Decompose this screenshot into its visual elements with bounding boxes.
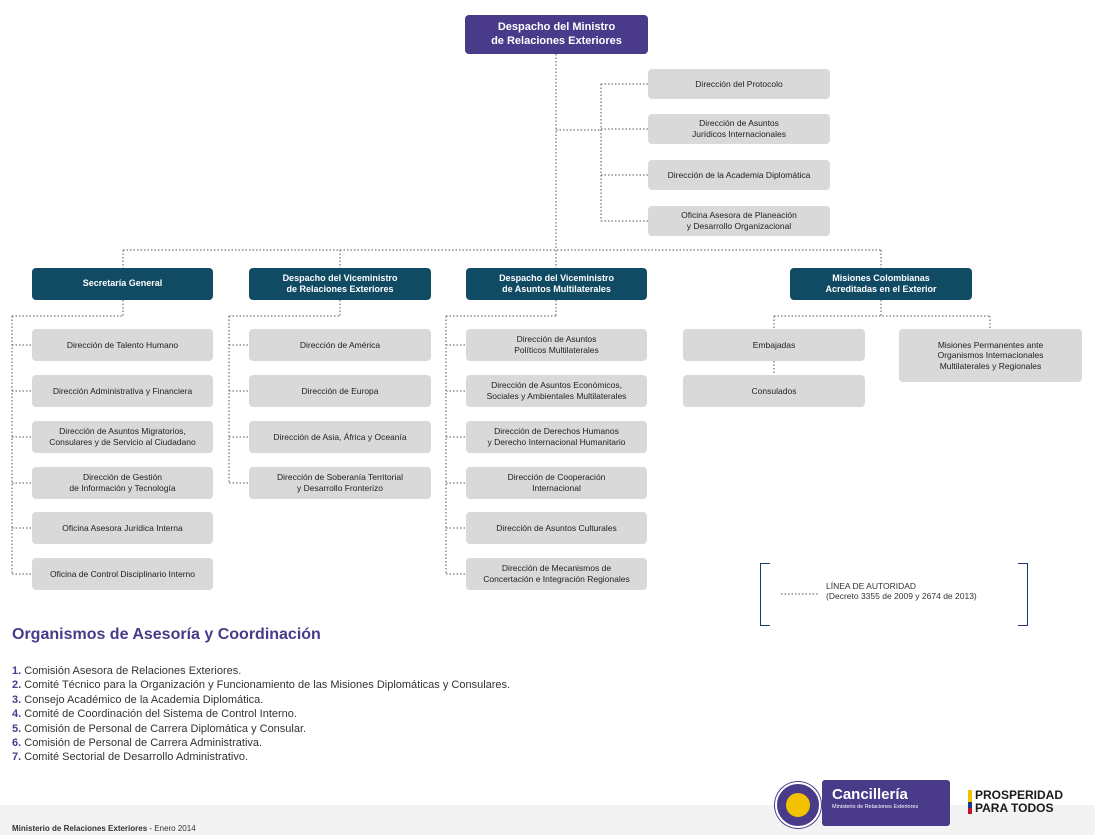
unit-gestion-informacion: Dirección de Gestión de Información y Te… (32, 467, 213, 499)
unit-talento-humano: Dirección de Talento Humano (32, 329, 213, 361)
list-text: Consejo Académico de la Academia Diplomá… (21, 693, 264, 706)
list-item: 3. Consejo Académico de la Academia Dipl… (12, 693, 510, 707)
unit-label: Dirección de Talento Humano (66, 339, 179, 350)
unit-label: Dirección de Asuntos Migratorios, Consul… (49, 426, 196, 447)
list-number: 5. (12, 722, 22, 735)
list-item: 5. Comisión de Personal de Carrera Diplo… (12, 722, 510, 736)
unit-culturales: Dirección de Asuntos Culturales (466, 512, 647, 544)
legend-bracket-left (760, 563, 770, 626)
footer-date: - Enero 2014 (147, 824, 196, 833)
unit-consulados: Consulados (683, 375, 865, 407)
list-text: Comisión de Personal de Carrera Diplomát… (21, 722, 307, 735)
cancilleria-logo: Cancillería Ministerio de Relaciones Ext… (822, 780, 950, 826)
list-number: 3. (12, 693, 22, 706)
unit-concertacion: Dirección de Mecanismos de Concertación … (466, 558, 647, 590)
list-text: Comisión Asesora de Relaciones Exteriore… (21, 665, 242, 677)
legal-affairs-unit-label: Dirección de Asuntos Jurídicos Internaci… (691, 118, 787, 139)
unit-label: Dirección de Gestión de Información y Te… (69, 472, 176, 493)
unit-label: Misiones Permanentes ante Organismos Int… (937, 339, 1044, 371)
column-head-label: Despacho del Viceministro de Asuntos Mul… (499, 272, 614, 294)
list-text: Comisión de Personal de Carrera Administ… (21, 737, 263, 750)
unit-label: Oficina de Control Disciplinario Interno (49, 568, 196, 579)
footer-text: Ministerio de Relaciones Exteriores - En… (12, 824, 196, 833)
column-head-label: Misiones Colombianas Acreditadas en el E… (825, 272, 937, 294)
list-number: 4. (12, 708, 22, 721)
unit-america: Dirección de América (249, 329, 431, 361)
unit-label: Dirección Administrativa y Financiera (52, 385, 193, 396)
prosperidad-line-2: PARA TODOS (975, 801, 1054, 815)
colombia-seal-icon (775, 782, 821, 828)
planning-office-unit-label: Oficina Asesora de Planeación y Desarrol… (681, 210, 797, 231)
unit-economicos: Dirección de Asuntos Económicos, Sociale… (466, 375, 647, 407)
colombia-flag-icon (968, 790, 972, 814)
unit-label: Dirección de Derechos Humanos y Derecho … (487, 426, 626, 447)
list-number: 6. (12, 737, 22, 750)
advisory-list: 1. Comisión Asesora de Relaciones Exteri… (12, 664, 510, 765)
list-item: 4. Comité de Coordinación del Sistema de… (12, 707, 510, 721)
protocol-unit-label: Dirección del Protocolo (695, 78, 783, 89)
unit-control-disciplinario: Oficina de Control Disciplinario Interno (32, 558, 213, 590)
list-text: Comité de Coordinación del Sistema de Co… (21, 708, 297, 721)
legal-affairs-unit: Dirección de Asuntos Jurídicos Internaci… (648, 114, 830, 144)
footer-org: Ministerio de Relaciones Exteriores (12, 824, 148, 833)
minister-office-box: Despacho del Ministro de Relaciones Exte… (465, 15, 648, 54)
legend-text: LÍNEA DE AUTORIDAD (Decreto 3355 de 2009… (826, 581, 977, 601)
column-head-label: Despacho del Viceministro de Relaciones … (282, 272, 398, 294)
unit-derechos-humanos: Dirección de Derechos Humanos y Derecho … (466, 421, 647, 453)
unit-label: Consulados (751, 385, 797, 396)
unit-juridica-interna: Oficina Asesora Jurídica Interna (32, 512, 213, 544)
section-title: Organismos de Asesoría y Coordinación (12, 626, 321, 643)
unit-label: Dirección de Soberanía Territorial y Des… (277, 472, 403, 493)
unit-soberania: Dirección de Soberanía Territorial y Des… (249, 467, 431, 499)
legend-note: (Decreto 3355 de 2009 y 2674 de 2013) (826, 591, 977, 602)
minister-office-label: Despacho del Ministro de Relaciones Exte… (491, 20, 622, 47)
unit-label: Embajadas (752, 339, 796, 350)
cancilleria-logo-text: Cancillería (832, 786, 908, 803)
diplomatic-academy-unit: Dirección de la Academia Diplomática (648, 160, 830, 190)
unit-label: Dirección de Cooperación Internacional (507, 472, 606, 493)
unit-europa: Dirección de Europa (249, 375, 431, 407)
unit-label: Dirección de Mecanismos de Concertación … (483, 563, 630, 584)
unit-label: Dirección de Asuntos Culturales (496, 522, 617, 533)
legend-bracket-right (1018, 563, 1028, 626)
column-head-misiones: Misiones Colombianas Acreditadas en el E… (790, 268, 972, 300)
unit-label: Dirección de América (299, 339, 381, 350)
unit-label: Dirección de Asuntos Económicos, Sociale… (486, 380, 627, 401)
unit-administrativa: Dirección Administrativa y Financiera (32, 375, 213, 407)
unit-migratorios: Dirección de Asuntos Migratorios, Consul… (32, 421, 213, 453)
list-number: 7. (12, 751, 22, 764)
prosperidad-line-1: PROSPERIDAD (975, 788, 1064, 802)
column-head-secretaria: Secretaría General (32, 268, 213, 300)
list-item: 2. Comité Técnico para la Organización y… (12, 678, 510, 692)
unit-embajadas: Embajadas (683, 329, 865, 361)
list-number: 1. (12, 665, 22, 677)
cancilleria-logo-subtext: Ministerio de Relaciones Exteriores (832, 804, 919, 810)
unit-misiones-permanentes: Misiones Permanentes ante Organismos Int… (899, 329, 1082, 382)
list-text: Comité Técnico para la Organización y Fu… (21, 679, 511, 692)
column-head-label: Secretaría General (82, 278, 163, 289)
unit-label: Dirección de Asia, África y Oceanía (273, 431, 407, 442)
unit-label: Dirección de Asuntos Políticos Multilate… (514, 334, 599, 355)
protocol-unit: Dirección del Protocolo (648, 69, 830, 99)
unit-asia: Dirección de Asia, África y Oceanía (249, 421, 431, 453)
unit-label: Dirección de Europa (301, 385, 379, 396)
diplomatic-academy-unit-label: Dirección de la Academia Diplomática (667, 169, 811, 180)
list-item: 7. Comité Sectorial de Desarrollo Admini… (12, 750, 510, 764)
list-text: Comité Sectorial de Desarrollo Administr… (21, 751, 248, 764)
list-item: 1. Comisión Asesora de Relaciones Exteri… (12, 664, 510, 678)
column-head-vice-exteriores: Despacho del Viceministro de Relaciones … (249, 268, 431, 300)
unit-cooperacion: Dirección de Cooperación Internacional (466, 467, 647, 499)
list-item: 6. Comisión de Personal de Carrera Admin… (12, 736, 510, 750)
legend-title: LÍNEA DE AUTORIDAD (826, 581, 917, 591)
planning-office-unit: Oficina Asesora de Planeación y Desarrol… (648, 206, 830, 236)
column-head-vice-multilaterales: Despacho del Viceministro de Asuntos Mul… (466, 268, 647, 300)
seal-inner (786, 793, 810, 817)
list-number: 2. (12, 679, 22, 692)
unit-label: Oficina Asesora Jurídica Interna (62, 522, 183, 533)
unit-politicos-multilaterales: Dirección de Asuntos Políticos Multilate… (466, 329, 647, 361)
